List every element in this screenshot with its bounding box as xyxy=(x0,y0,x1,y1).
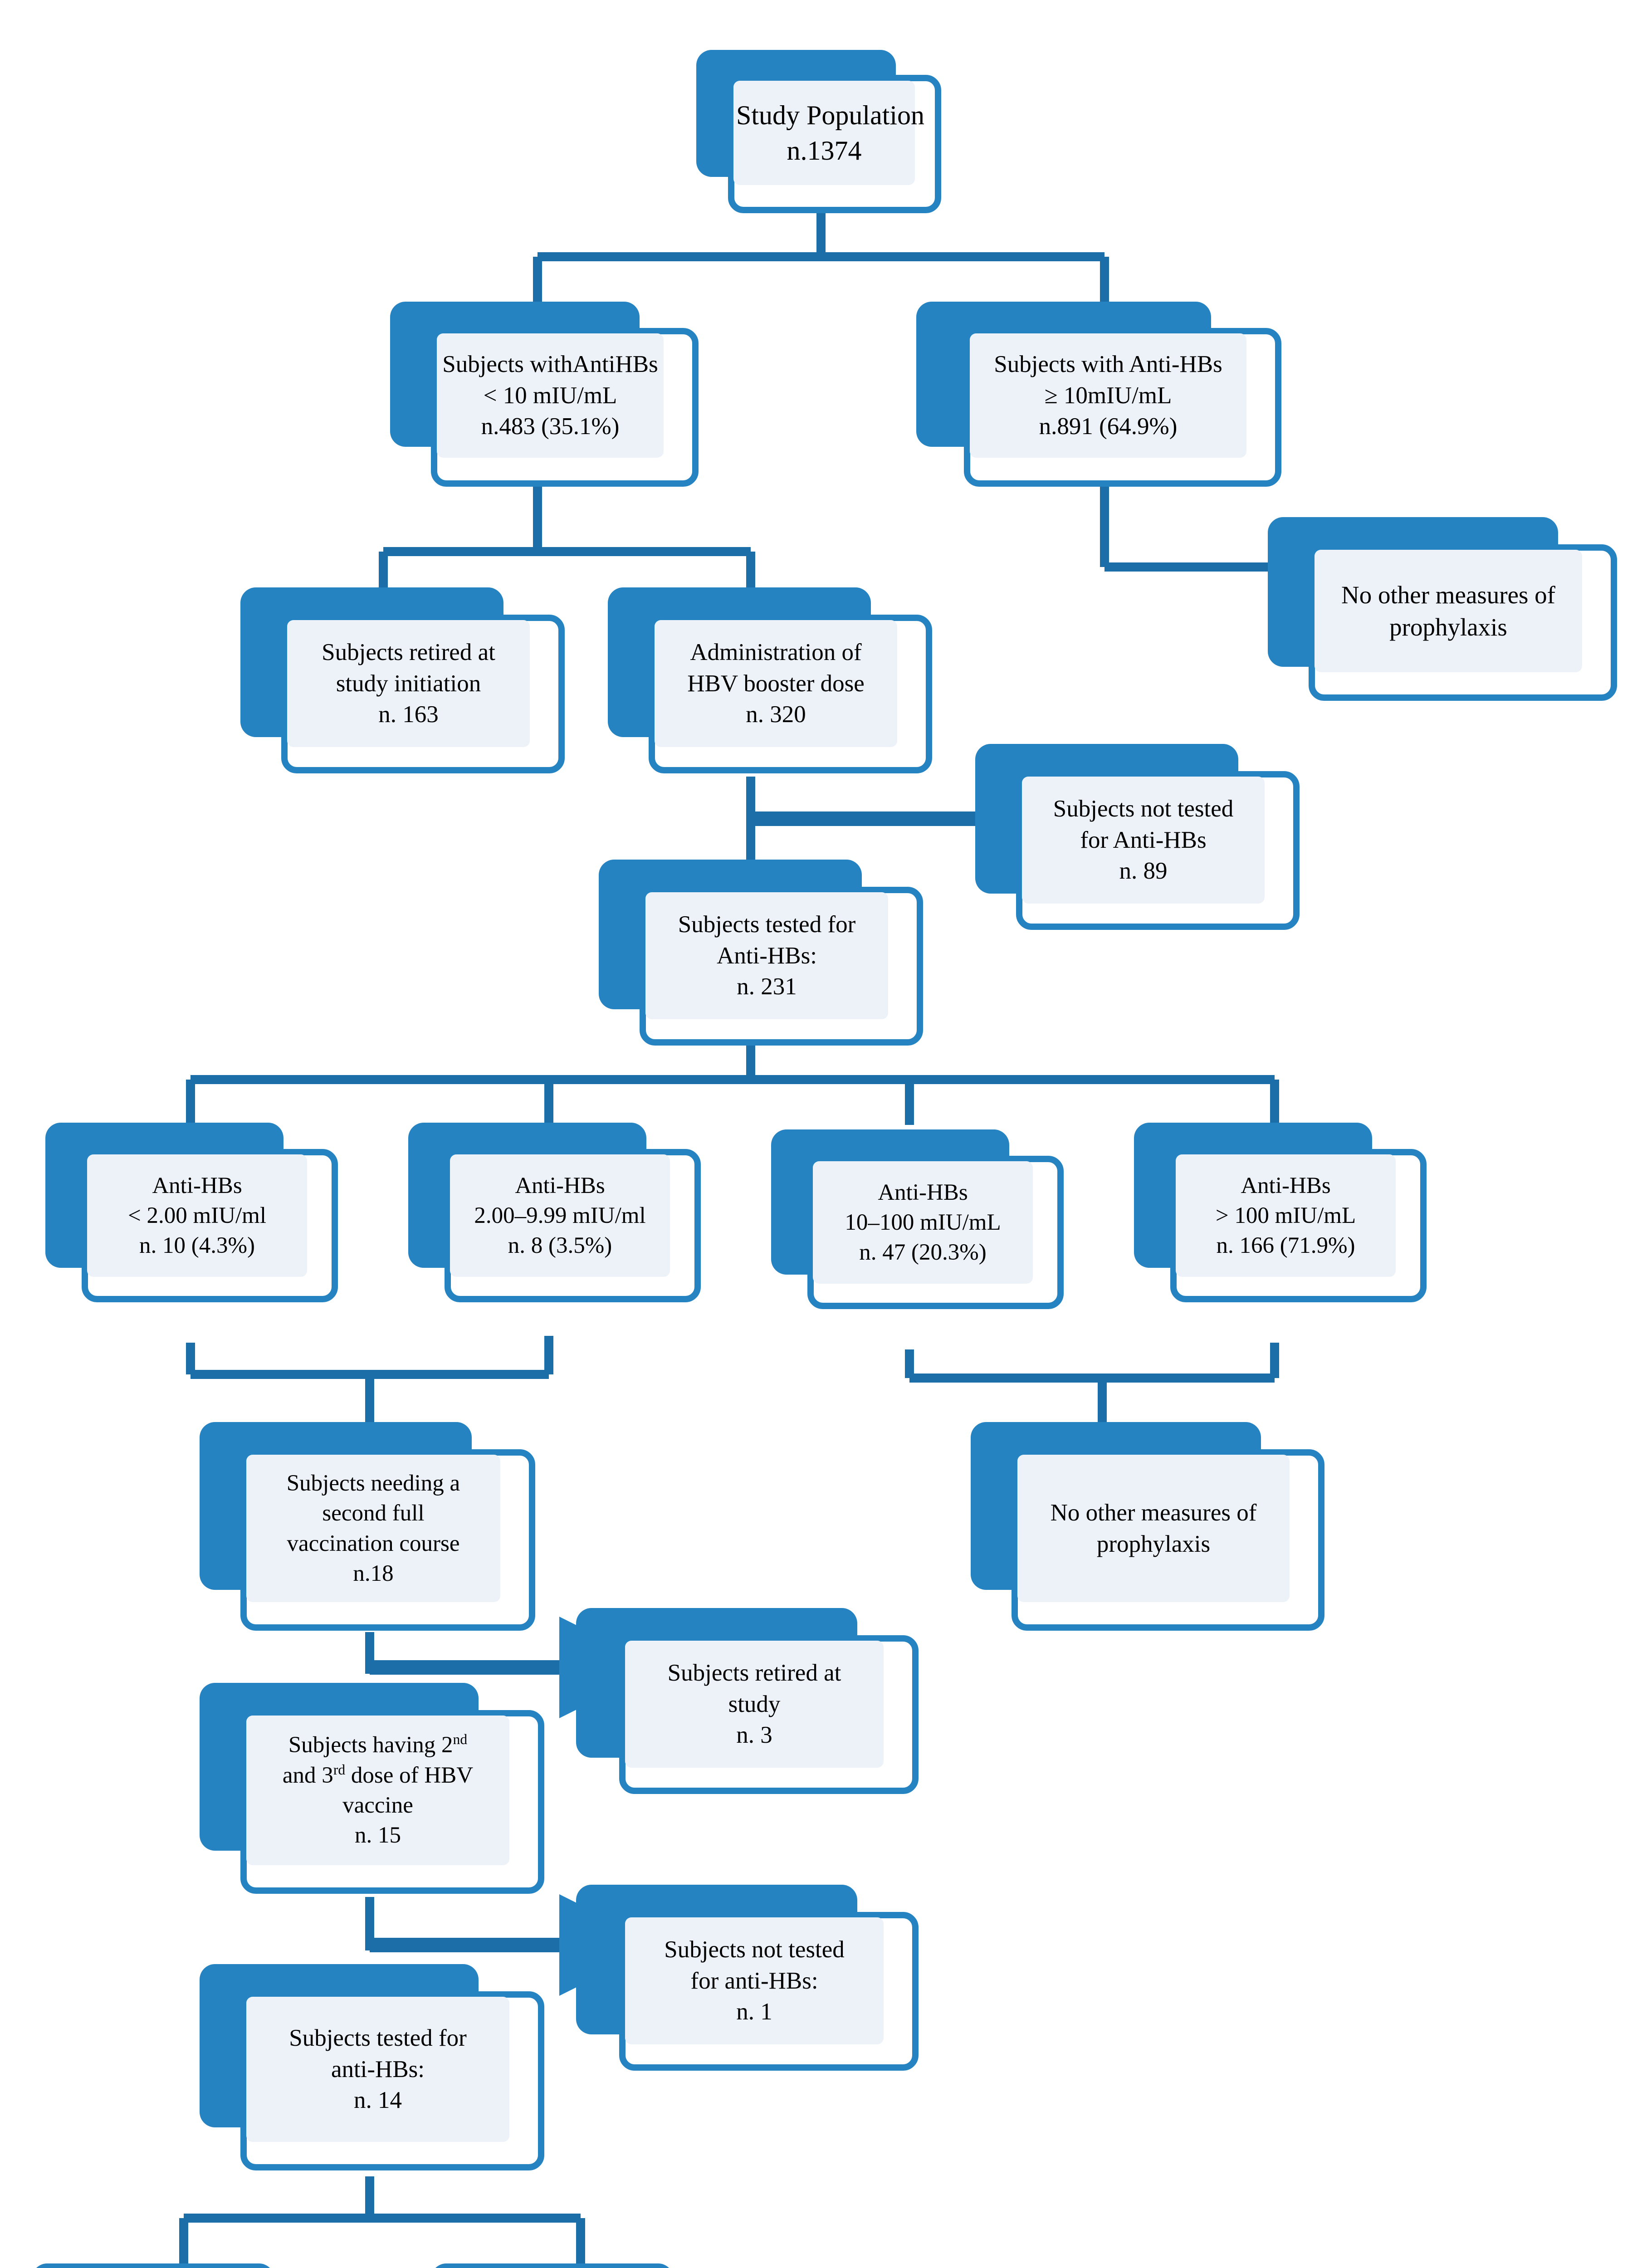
node-shadow xyxy=(32,2263,274,2268)
node-shadow xyxy=(431,2263,674,2268)
node-final-gt100[interactable]: Anti-HBs> 100 mIU/mLn.11 (78.6%) xyxy=(431,2263,730,2268)
